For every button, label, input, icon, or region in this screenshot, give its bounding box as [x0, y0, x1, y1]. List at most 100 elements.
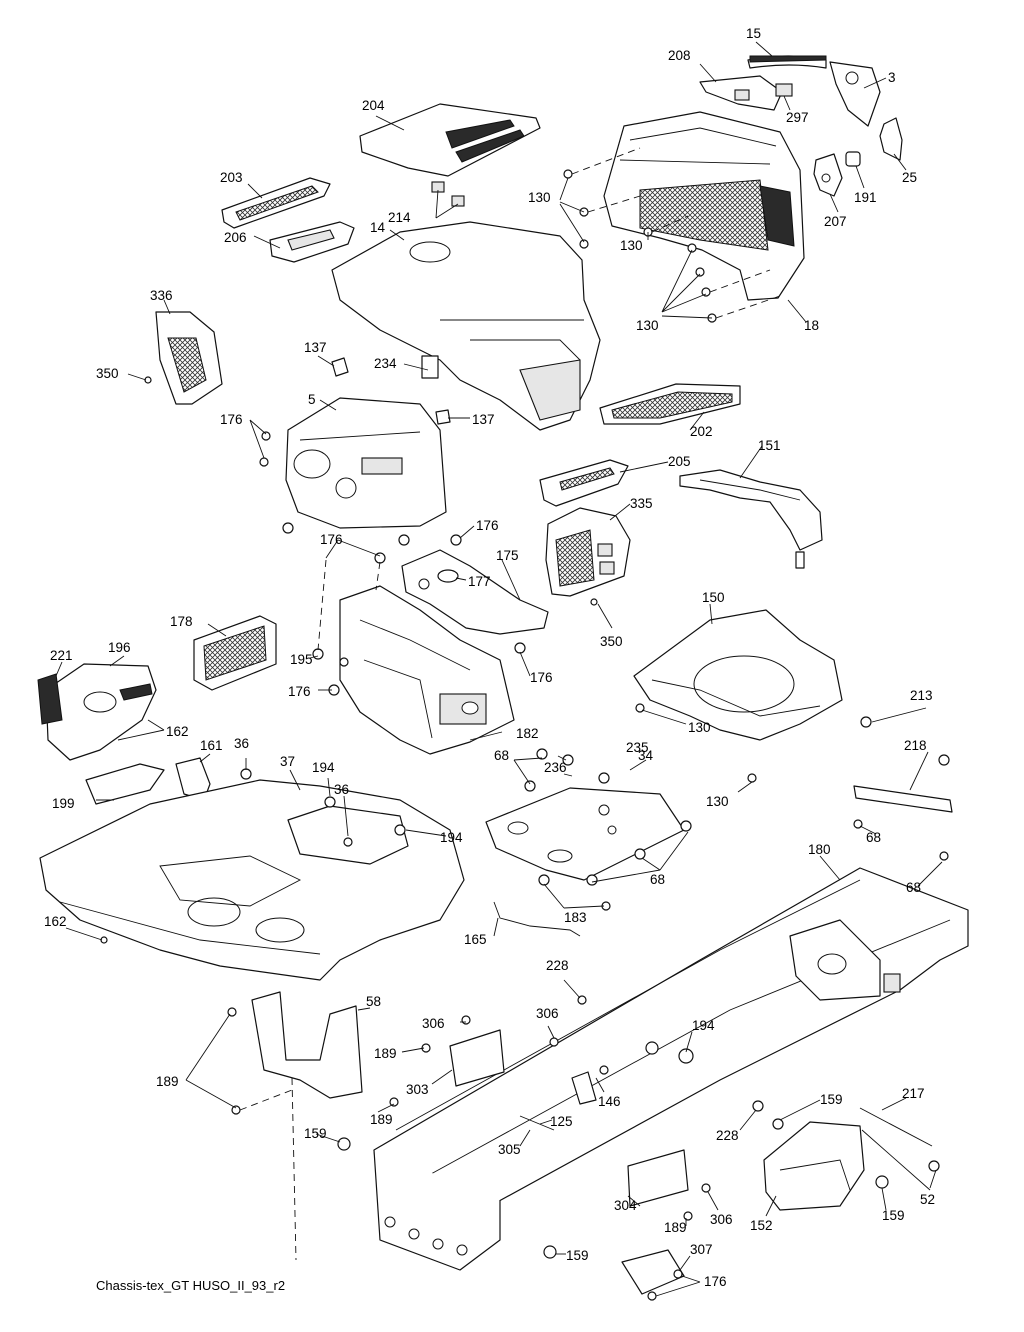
- callout-218: 218: [904, 738, 927, 753]
- part-207-socket: [813, 153, 843, 197]
- callout-130c: 130: [636, 318, 659, 333]
- callout-52: 52: [920, 1192, 935, 1207]
- part-3-headlight-housing: [829, 61, 881, 127]
- part-297-clip: [775, 83, 793, 97]
- part-180-frame: [373, 867, 969, 1271]
- callout-5: 5: [308, 392, 316, 407]
- callout-203: 203: [220, 170, 243, 185]
- part-199-cover: [85, 763, 165, 805]
- callout-68c: 68: [650, 872, 665, 887]
- callout-3: 3: [888, 70, 896, 85]
- callout-176e: 176: [530, 670, 553, 685]
- callout-196: 196: [108, 640, 131, 655]
- leader-lines: [55, 41, 943, 1297]
- callout-307: 307: [690, 1242, 713, 1257]
- callout-176f: 176: [704, 1274, 727, 1289]
- callout-162a: 162: [166, 724, 189, 739]
- callout-58: 58: [366, 994, 381, 1009]
- callout-213: 213: [910, 688, 933, 703]
- callout-335: 335: [630, 496, 653, 511]
- callout-178: 178: [170, 614, 193, 629]
- part-191-bulb: [845, 151, 861, 167]
- part-58-bracket: [251, 991, 363, 1099]
- callout-305: 305: [498, 1142, 521, 1157]
- part-335-panel: [545, 507, 631, 597]
- callout-202: 202: [690, 424, 713, 439]
- part-14-hood: [331, 221, 601, 431]
- callout-217: 217: [902, 1086, 925, 1101]
- callout-68d: 68: [906, 880, 921, 895]
- callout-175: 175: [496, 548, 519, 563]
- callout-207: 207: [824, 214, 847, 229]
- part-146-clip: [571, 1071, 597, 1105]
- part-206-dash-insert: [269, 221, 355, 263]
- callout-182: 182: [516, 726, 539, 741]
- callout-206: 206: [224, 230, 247, 245]
- part-196-console: [45, 663, 157, 761]
- callout-183: 183: [564, 910, 587, 925]
- callout-137b: 137: [472, 412, 495, 427]
- callout-18: 18: [804, 318, 819, 333]
- callout-214: 214: [388, 210, 411, 225]
- callout-234: 234: [374, 356, 397, 371]
- callout-176d: 176: [288, 684, 311, 699]
- part-34-mount-plate: [485, 787, 685, 881]
- part-137-clip-a: [331, 357, 349, 377]
- callout-336: 336: [150, 288, 173, 303]
- part-177-knob: [437, 569, 459, 583]
- part-18-front-grille: [603, 111, 805, 301]
- callout-130b: 130: [620, 238, 643, 253]
- part-152-hitch-bracket: [763, 1121, 865, 1211]
- callout-205: 205: [668, 454, 691, 469]
- callout-235: 235: [626, 740, 649, 755]
- callout-25: 25: [902, 170, 917, 185]
- callout-34: 34: [638, 748, 654, 763]
- part-234-bracket: [421, 355, 439, 379]
- callout-125: 125: [550, 1114, 573, 1129]
- callout-68a: 68: [494, 748, 509, 763]
- callout-208: 208: [668, 48, 691, 63]
- callout-204: 204: [362, 98, 385, 113]
- callout-228a: 228: [546, 958, 569, 973]
- callout-236: 236: [544, 760, 567, 775]
- callout-130d: 130: [688, 720, 711, 735]
- callout-14: 14: [370, 220, 386, 235]
- part-25-lens: [879, 117, 903, 161]
- callout-228b: 228: [716, 1128, 739, 1143]
- callout-152: 152: [750, 1218, 773, 1233]
- callout-176b: 176: [476, 518, 499, 533]
- callout-159d: 159: [566, 1248, 589, 1263]
- callout-303: 303: [406, 1082, 429, 1097]
- part-203-vent: [221, 177, 331, 229]
- callout-180: 180: [808, 842, 831, 857]
- callout-15: 15: [746, 26, 761, 41]
- callout-159b: 159: [304, 1126, 327, 1141]
- part-218-bracket: [853, 785, 953, 813]
- callout-189a: 189: [374, 1046, 397, 1061]
- callout-159c: 159: [882, 1208, 905, 1223]
- part-151-bracket: [679, 469, 823, 569]
- callout-199: 199: [52, 796, 75, 811]
- part-204-hood-insert: [359, 103, 541, 177]
- part-221-decal: [37, 673, 63, 725]
- part-303-shield: [449, 1029, 505, 1087]
- callout-306b: 306: [536, 1006, 559, 1021]
- callout-37: 37: [280, 754, 295, 769]
- callout-150: 150: [702, 590, 725, 605]
- callout-306c: 306: [710, 1212, 733, 1227]
- callout-146: 146: [598, 1094, 621, 1109]
- part-202-lower-grille: [599, 383, 741, 425]
- callout-176c: 176: [320, 532, 343, 547]
- part-150-deck-plate: [633, 609, 843, 741]
- part-336-side-panel: [155, 311, 223, 405]
- callout-306a: 306: [422, 1016, 445, 1031]
- callout-189d: 189: [664, 1220, 687, 1235]
- callout-162b: 162: [44, 914, 67, 929]
- part-205-trim: [539, 459, 629, 507]
- callout-130a: 130: [528, 190, 551, 205]
- callout-350b: 350: [600, 634, 623, 649]
- callout-350a: 350: [96, 366, 119, 381]
- part-5-dashboard: [285, 397, 447, 529]
